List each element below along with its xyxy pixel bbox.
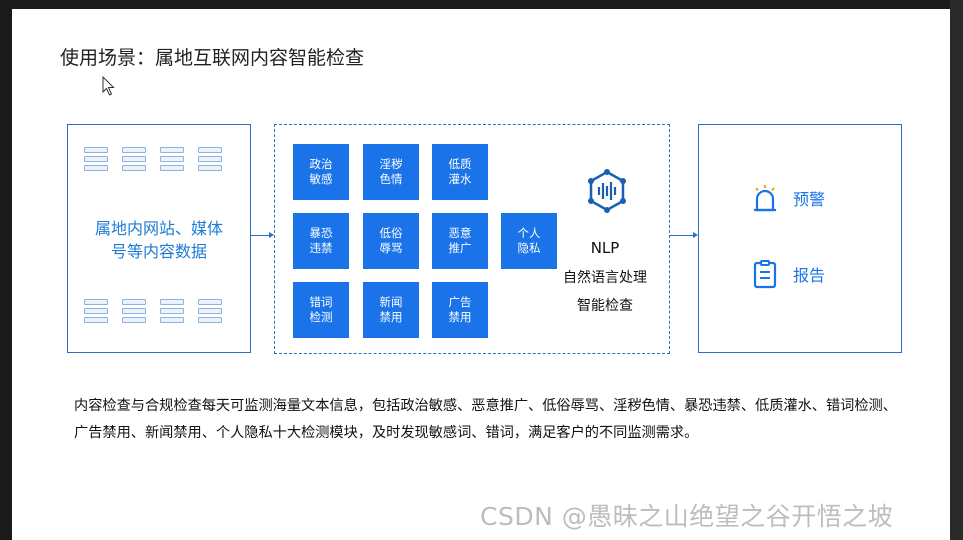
- module-tile: 错词检测: [293, 282, 349, 338]
- module-tile: 恶意推广: [432, 213, 488, 269]
- alarm-icon: [754, 185, 776, 212]
- module-tile: 广告禁用: [432, 282, 488, 338]
- detection-modules-box: 政治敏感 淫秽色情 低质灌水 暴恐违禁 低俗辱骂 恶意推广 个人隐私 错词检测 …: [274, 124, 670, 354]
- output-item-alert: 预警: [751, 183, 825, 213]
- data-source-label: 属地内网站、媒体 号等内容数据: [68, 217, 250, 263]
- output-item-report: 报告: [751, 259, 825, 289]
- output-box: 预警 报告: [698, 124, 902, 353]
- watermark: CSDN @愚昧之山绝望之谷开悟之坡: [480, 502, 894, 531]
- report-label: 报告: [793, 266, 826, 285]
- server-icon: [160, 147, 184, 171]
- server-icon: [160, 299, 184, 323]
- nlp-caption: 智能检查: [577, 298, 633, 314]
- window-edge: [950, 0, 963, 540]
- server-row-bottom: [84, 299, 222, 323]
- module-tile: 个人隐私: [501, 213, 557, 269]
- description-paragraph: 内容检查与合规检查每天可监测海量文本信息，包括政治敏感、恶意推广、低俗辱骂、淫秽…: [74, 398, 897, 441]
- server-icon: [84, 147, 108, 171]
- server-icon: [122, 147, 146, 171]
- module-tile: 政治敏感: [293, 144, 349, 200]
- mouse-cursor-icon: [102, 76, 115, 96]
- nlp-label: NLP: [590, 239, 620, 257]
- data-source-line1: 属地内网站、媒体: [94, 219, 223, 238]
- nlp-network-icon: [588, 169, 626, 213]
- module-tile: 新闻禁用: [363, 282, 419, 338]
- arrow-to-output: [669, 232, 698, 238]
- server-icon: [84, 299, 108, 323]
- module-tile: 淫秽色情: [363, 144, 419, 200]
- alert-label: 预警: [793, 190, 826, 209]
- server-row-top: [84, 147, 222, 171]
- server-icon: [198, 299, 222, 323]
- data-source-box: 属地内网站、媒体 号等内容数据: [67, 124, 251, 353]
- module-tile: 低质灌水: [432, 144, 488, 200]
- module-tile: 低俗辱骂: [363, 213, 419, 269]
- nlp-subtitle: 自然语言处理: [563, 270, 647, 286]
- slide: 使用场景：属地互联网内容智能检查 属地内网站、媒体 号等内容数据 政治敏感 淫秽…: [12, 9, 950, 540]
- server-icon: [198, 147, 222, 171]
- page-title: 使用场景：属地互联网内容智能检查: [60, 47, 365, 69]
- arrow-to-modules: [250, 232, 274, 238]
- server-icon: [122, 299, 146, 323]
- clipboard-icon: [753, 260, 777, 289]
- data-source-line2: 号等内容数据: [110, 242, 207, 261]
- module-tile: 暴恐违禁: [293, 213, 349, 269]
